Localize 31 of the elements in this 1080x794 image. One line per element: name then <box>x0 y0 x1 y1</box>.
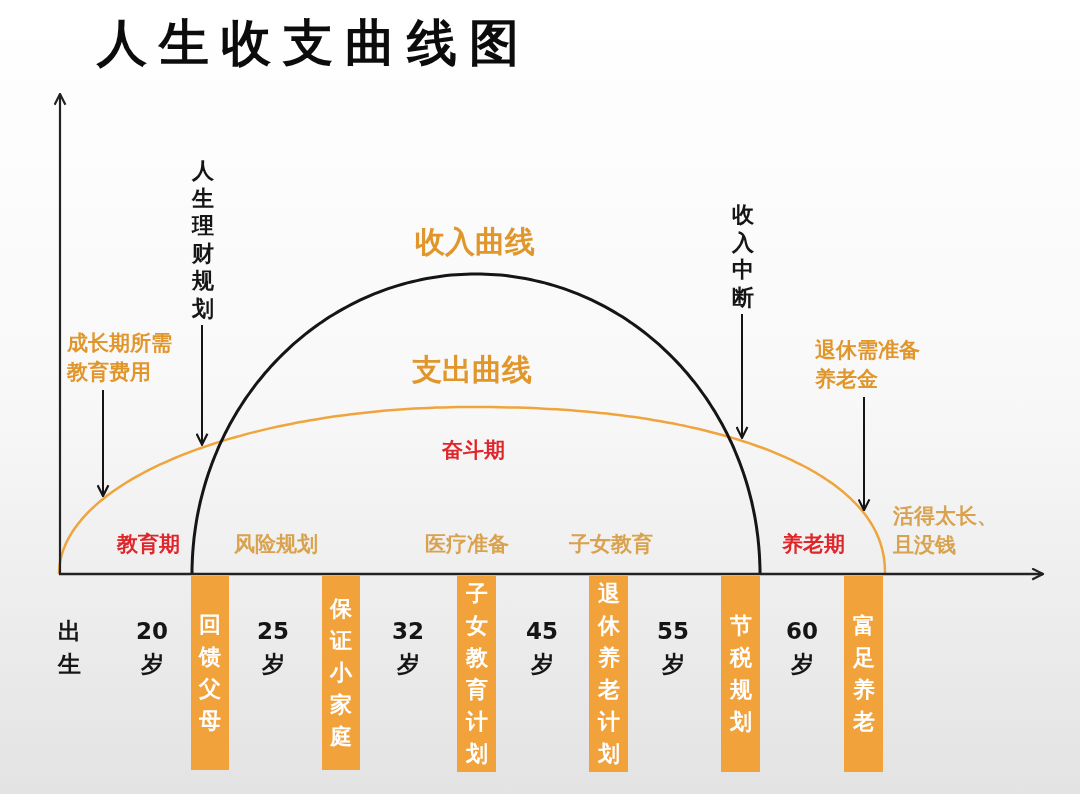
age-label: 32岁 <box>392 617 424 679</box>
planning-bar: 富足养老 <box>844 576 883 772</box>
curve-label: 支出曲线 <box>412 351 532 389</box>
age-label: 25岁 <box>257 617 289 679</box>
callout-text: 成长期所需教育费用 <box>67 329 179 387</box>
arrow <box>96 389 110 498</box>
planning-bar: 退休养老计划 <box>589 576 628 772</box>
note-text: 活得太长、且没钱 <box>893 503 999 559</box>
callout-text: 收入中断 <box>732 201 754 311</box>
planning-bar: 节税规划 <box>721 576 760 772</box>
planning-bar: 子女教育计划 <box>457 576 496 772</box>
curve-label: 收入曲线 <box>415 223 535 261</box>
planning-label: 子女教育 <box>569 531 653 558</box>
arrow <box>735 313 749 439</box>
stage-label: 奋斗期 <box>441 437 505 464</box>
age-label: 60岁 <box>786 617 818 679</box>
planning-bar: 回馈父母 <box>191 576 229 770</box>
arrow <box>857 396 871 512</box>
planning-label: 风险规划 <box>234 531 318 558</box>
stage-label: 教育期 <box>116 531 180 558</box>
age-label: 55岁 <box>657 617 689 679</box>
age-label: 20岁 <box>136 617 168 679</box>
title: 人生收支曲线图 <box>97 13 531 74</box>
planning-label: 医疗准备 <box>425 531 509 558</box>
stage-label: 养老期 <box>781 531 845 558</box>
planning-bar: 保证小家庭 <box>322 576 360 770</box>
callout-text: 退休需准备养老金 <box>815 336 927 394</box>
age-label: 出生 <box>57 617 81 679</box>
callout-text: 人生理财规划 <box>192 157 214 322</box>
arrow <box>195 324 209 446</box>
age-label: 45岁 <box>526 617 558 679</box>
